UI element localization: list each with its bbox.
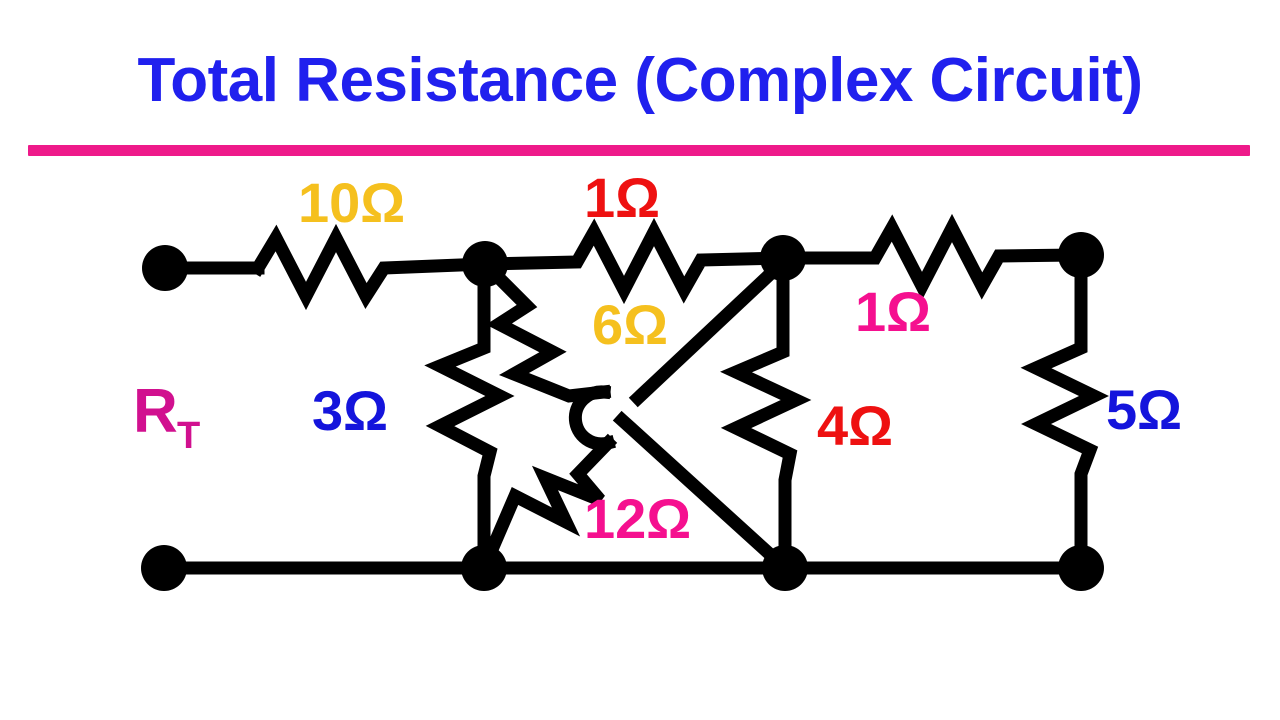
page-title: Total Resistance (Complex Circuit) — [137, 46, 1143, 115]
resistor-1-ohm-right-symbol — [776, 213, 1088, 301]
label-r6: 6Ω — [592, 293, 668, 356]
node-junction-bottom-mid-right — [762, 545, 808, 591]
label-total-resistance-main: R — [133, 377, 178, 446]
node-junction-top-mid-right — [760, 235, 806, 281]
title-underline-rule — [28, 145, 1250, 156]
wire-diagonal-crossing — [628, 252, 793, 408]
node-junction-bottom-mid-left — [461, 545, 507, 591]
resistor-3-ohm-symbol — [424, 257, 515, 575]
label-r3: 3Ω — [312, 379, 388, 442]
label-r4: 4Ω — [817, 394, 893, 457]
wire-hop-arc — [568, 385, 616, 451]
resistor-10-ohm-symbol — [249, 223, 492, 311]
label-r5: 5Ω — [1106, 378, 1182, 441]
resistor-1-ohm-top-symbol — [478, 217, 790, 305]
node-junction-top-mid-left — [462, 241, 508, 287]
label-r10: 10Ω — [298, 171, 405, 234]
node-terminal-top-left — [142, 245, 188, 291]
resistor-4-ohm-symbol — [720, 251, 812, 575]
label-total-resistance-subscript: T — [177, 415, 200, 457]
wire-diagonal-crossing-lower — [612, 410, 795, 578]
resistor-5-ohm-symbol — [1020, 248, 1109, 575]
resistor-12-ohm-symbol — [475, 433, 618, 577]
node-junction-top-right — [1058, 232, 1104, 278]
label-r12: 12Ω — [584, 487, 691, 550]
label-r1-right: 1Ω — [855, 280, 931, 343]
label-r1-top: 1Ω — [584, 166, 660, 229]
resistor-6-ohm-symbol — [475, 254, 612, 403]
node-junction-bottom-right — [1058, 545, 1104, 591]
node-terminal-bottom-left — [141, 545, 187, 591]
